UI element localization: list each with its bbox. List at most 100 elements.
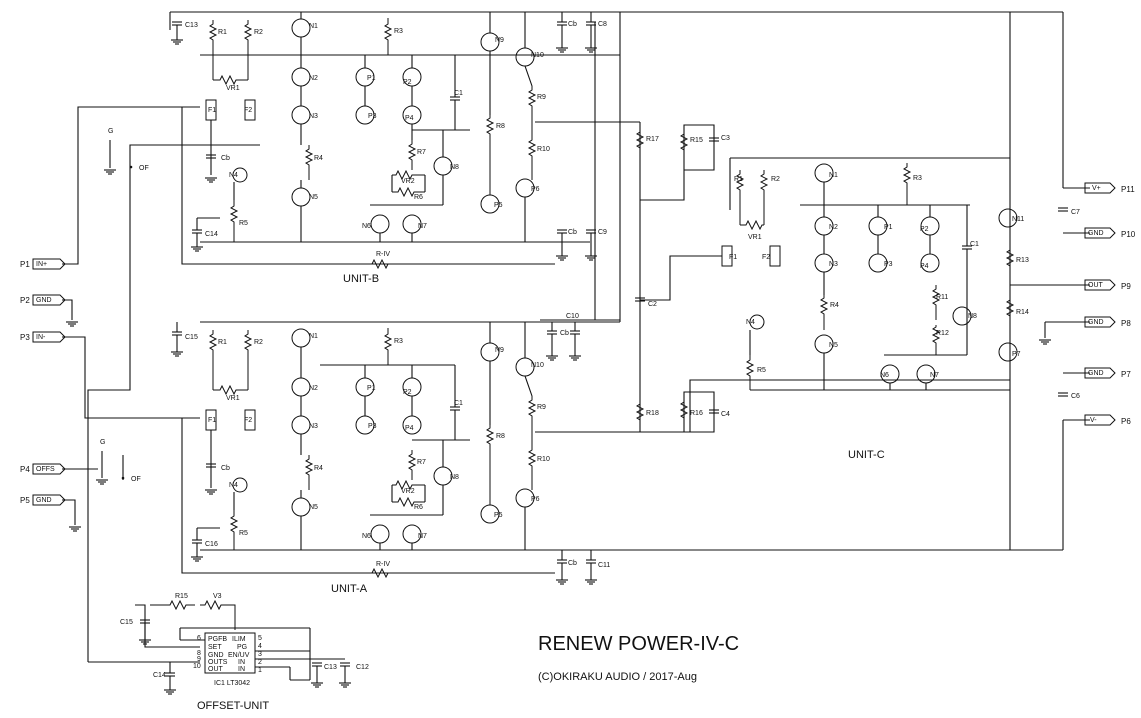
svg-text:R14: R14	[1016, 309, 1029, 316]
offset-unit: R15 V3 C15 C14 C13 C12 6 8 9 10 PGFB SET…	[120, 593, 369, 712]
svg-text:R8: R8	[496, 433, 505, 440]
svg-text:N1: N1	[309, 333, 318, 340]
svg-text:N3: N3	[309, 423, 318, 430]
svg-text:N1: N1	[309, 23, 318, 30]
svg-text:C8: C8	[598, 21, 607, 28]
svg-text:N7: N7	[418, 223, 427, 230]
svg-text:ILIM: ILIM	[232, 636, 246, 643]
svg-text:N7: N7	[930, 372, 939, 379]
svg-text:N2: N2	[309, 385, 318, 392]
svg-text:N8: N8	[450, 164, 459, 171]
svg-text:R-IV: R-IV	[376, 561, 390, 568]
svg-text:Cb: Cb	[560, 330, 569, 337]
svg-text:R5: R5	[239, 220, 248, 227]
pin-p9: OUT P9	[1084, 279, 1131, 291]
svg-text:Cb: Cb	[221, 465, 230, 472]
svg-text:OF: OF	[131, 476, 141, 483]
unit-a: C15 R1 R2 VR1 F1 F2 Cb N1 R3 N2 N3 R4 P1…	[170, 313, 620, 595]
svg-text:R16: R16	[690, 410, 703, 417]
svg-text:F1: F1	[729, 254, 737, 261]
svg-text:R9: R9	[537, 94, 546, 101]
unit-c: R17 C2 R18 R15 C3 R16 C4 R1 R2 VR1 F1 F2…	[635, 124, 1080, 461]
svg-text:N3: N3	[829, 261, 838, 268]
svg-text:N4: N4	[746, 319, 755, 326]
svg-text:N10: N10	[531, 362, 544, 369]
svg-text:OUTS: OUTS	[208, 659, 228, 666]
svg-text:C14: C14	[205, 231, 218, 238]
svg-text:N5: N5	[309, 504, 318, 511]
svg-text:V3: V3	[213, 593, 222, 600]
svg-text:R-IV: R-IV	[376, 251, 390, 258]
svg-text:R7: R7	[417, 459, 426, 466]
svg-text:C7: C7	[1071, 209, 1080, 216]
svg-text:F2: F2	[762, 254, 770, 261]
svg-text:Cb: Cb	[568, 21, 577, 28]
pin-p8: GND P8	[1084, 316, 1131, 328]
svg-text:IN+: IN+	[36, 261, 47, 268]
svg-text:2: 2	[258, 659, 262, 666]
svg-text:Cb: Cb	[568, 229, 577, 236]
svg-text:P4: P4	[405, 425, 414, 432]
svg-text:R17: R17	[646, 136, 659, 143]
svg-text:R3: R3	[913, 175, 922, 182]
schematic-title: RENEW POWER-IV-C	[538, 633, 739, 655]
pin-p5: P5 GND	[20, 494, 66, 506]
svg-text:N4: N4	[229, 482, 238, 489]
svg-text:GND: GND	[208, 652, 224, 659]
svg-text:R2: R2	[254, 29, 263, 36]
svg-text:N5: N5	[829, 342, 838, 349]
svg-text:3: 3	[258, 651, 262, 658]
svg-text:P3: P3	[368, 423, 377, 430]
offset-unit-label: OFFSET-UNIT	[197, 700, 269, 712]
svg-text:N4: N4	[229, 172, 238, 179]
svg-text:R1: R1	[218, 29, 227, 36]
output-pins: V+ P11 GND P10 OUT P9 GND P8 GND P7 V- P…	[1084, 182, 1136, 426]
svg-text:P8: P8	[1121, 319, 1131, 328]
pin-p4: P4 OFFS	[20, 463, 66, 475]
pin-p2: P2 GND	[20, 294, 66, 306]
svg-text:R15: R15	[690, 137, 703, 144]
svg-text:R4: R4	[830, 302, 839, 309]
input-pins: P1 IN+ P2 GND P3 IN- P4 OFFS P5 GND	[20, 258, 66, 506]
svg-text:8: 8	[197, 650, 201, 657]
svg-text:C15: C15	[185, 334, 198, 341]
svg-text:N9: N9	[495, 347, 504, 354]
svg-text:F1: F1	[208, 107, 216, 114]
svg-text:C1: C1	[454, 400, 463, 407]
svg-text:R6: R6	[414, 194, 423, 201]
svg-text:GND: GND	[1088, 370, 1104, 377]
svg-text:GND: GND	[1088, 319, 1104, 326]
pin-p6: V- P6	[1084, 414, 1131, 426]
unit-b: C13 R1 R2 VR1 F1 F2 Cb N1 R3 N2 N3 R	[169, 12, 620, 285]
svg-text:N8: N8	[450, 474, 459, 481]
svg-text:C1: C1	[454, 90, 463, 97]
svg-text:R10: R10	[537, 456, 550, 463]
svg-text:PGFB: PGFB	[208, 636, 227, 643]
svg-text:P9: P9	[1121, 282, 1131, 291]
svg-text:C13: C13	[185, 22, 198, 29]
svg-text:F2: F2	[244, 107, 252, 114]
svg-text:C10: C10	[566, 313, 579, 320]
svg-text:P4: P4	[405, 115, 414, 122]
svg-text:R3: R3	[394, 28, 403, 35]
svg-text:P4: P4	[20, 465, 30, 474]
svg-text:P6: P6	[531, 186, 540, 193]
unit-c-label: UNIT-C	[848, 449, 885, 461]
svg-text:IN-: IN-	[36, 334, 46, 341]
svg-text:C13: C13	[324, 664, 337, 671]
unit-a-label: UNIT-A	[331, 583, 368, 595]
input-grounds: G OF G OF	[65, 128, 149, 532]
svg-text:R2: R2	[771, 176, 780, 183]
pin-p10: GND P10	[1084, 227, 1136, 239]
svg-text:P7: P7	[1121, 370, 1131, 379]
svg-text:GND: GND	[1088, 230, 1104, 237]
svg-text:P5: P5	[494, 202, 503, 209]
pin-p1: P1 IN+	[20, 258, 66, 270]
svg-text:C6: C6	[1071, 393, 1080, 400]
svg-text:F1: F1	[208, 417, 216, 424]
svg-text:Cb: Cb	[221, 155, 230, 162]
pin-p7: GND P7	[1084, 367, 1131, 379]
svg-text:R4: R4	[314, 465, 323, 472]
svg-text:R1: R1	[734, 176, 743, 183]
svg-text:P1: P1	[367, 385, 376, 392]
